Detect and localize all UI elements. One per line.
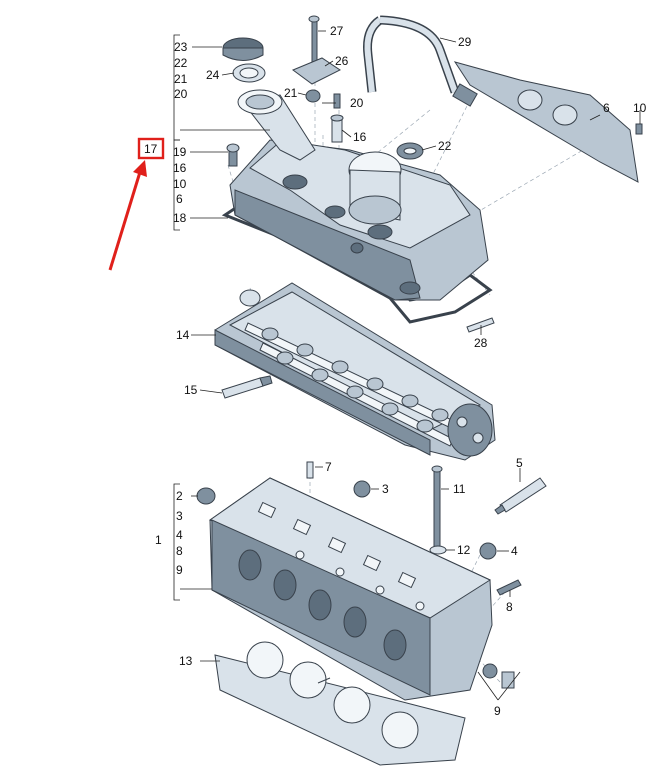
callout-24: 24 <box>206 68 220 82</box>
bolt-19 <box>226 143 240 167</box>
screw-20 <box>333 93 341 109</box>
dowel-pin-28 <box>466 317 495 333</box>
oil-filler-cap-23 <box>222 37 264 61</box>
callout-1: 1 <box>155 533 162 547</box>
bracket-26 <box>291 57 341 85</box>
callout-11: 11 <box>453 482 466 496</box>
callout-16: 16 <box>353 130 367 144</box>
callout-27: 27 <box>330 24 344 38</box>
red-arrow-icon <box>108 160 147 271</box>
callout-8-left: 8 <box>176 544 183 558</box>
highlight-box-17 <box>137 137 165 160</box>
callout-26: 26 <box>335 54 349 68</box>
callout-18: 18 <box>173 211 187 225</box>
sealant-tube-5 <box>494 477 547 515</box>
callout-10-left: 10 <box>173 177 187 191</box>
group-bracket-1 <box>173 483 180 601</box>
cover-trim-6 <box>453 61 639 183</box>
callout-20: 20 <box>350 96 364 110</box>
callout-19: 19 <box>173 145 187 159</box>
stud-8 <box>496 579 522 596</box>
callout-17: 17 <box>144 142 158 156</box>
camshaft-housing-14 <box>214 282 496 461</box>
callout-13: 13 <box>179 654 193 668</box>
callout-22: 22 <box>438 139 452 153</box>
bolt-27 <box>308 15 320 63</box>
cylinder-head-gasket-13 <box>214 641 466 766</box>
callout-4: 4 <box>511 544 518 558</box>
plug-and-seal-9 <box>482 663 515 689</box>
callout-21-left: 21 <box>174 72 188 86</box>
washer-12 <box>429 545 447 555</box>
breather-hose-29 <box>363 15 478 107</box>
callout-10: 10 <box>633 101 647 115</box>
callout-22-left: 22 <box>174 56 188 70</box>
callout-6: 6 <box>603 101 610 115</box>
dowel-sleeve-7 <box>306 461 314 479</box>
callout-3-left: 3 <box>176 509 183 523</box>
group-bracket-17 <box>173 139 180 231</box>
callout-12: 12 <box>457 543 471 557</box>
callout-14: 14 <box>176 328 190 342</box>
callout-7: 7 <box>325 460 332 474</box>
callout-labels: 23 22 21 20 17 19 16 10 6 18 24 21 27 26… <box>144 24 647 718</box>
cylinder-head-bolt-11 <box>431 465 443 549</box>
callout-16-left: 16 <box>173 161 187 175</box>
cylinder-head-cover-17 <box>229 89 489 301</box>
sealing-plug-2 <box>196 487 216 505</box>
callout-23: 23 <box>174 40 188 54</box>
sealing-plug-4 <box>479 542 497 560</box>
callout-4-left: 4 <box>176 528 183 542</box>
callout-21: 21 <box>284 86 298 100</box>
callout-2: 2 <box>176 489 183 503</box>
callout-5: 5 <box>516 456 523 470</box>
seal-22 <box>396 142 424 160</box>
callout-3: 3 <box>382 482 389 496</box>
callout-8: 8 <box>506 600 513 614</box>
leader-lines <box>180 30 641 701</box>
callout-28: 28 <box>474 336 488 350</box>
callout-15: 15 <box>184 383 198 397</box>
grommet-21 <box>305 89 321 103</box>
cylinder-head-1 <box>208 477 493 701</box>
callout-9-left: 9 <box>176 563 183 577</box>
sealing-plug-3 <box>353 480 371 498</box>
sealant-tube-15 <box>221 375 273 399</box>
callout-29: 29 <box>458 35 472 49</box>
sensor-16 <box>330 114 344 143</box>
seal-ring-24 <box>232 63 266 83</box>
bolt-10 <box>635 123 643 135</box>
callout-9: 9 <box>494 704 501 718</box>
callout-20-left: 20 <box>174 87 188 101</box>
callout-6-left: 6 <box>176 192 183 206</box>
